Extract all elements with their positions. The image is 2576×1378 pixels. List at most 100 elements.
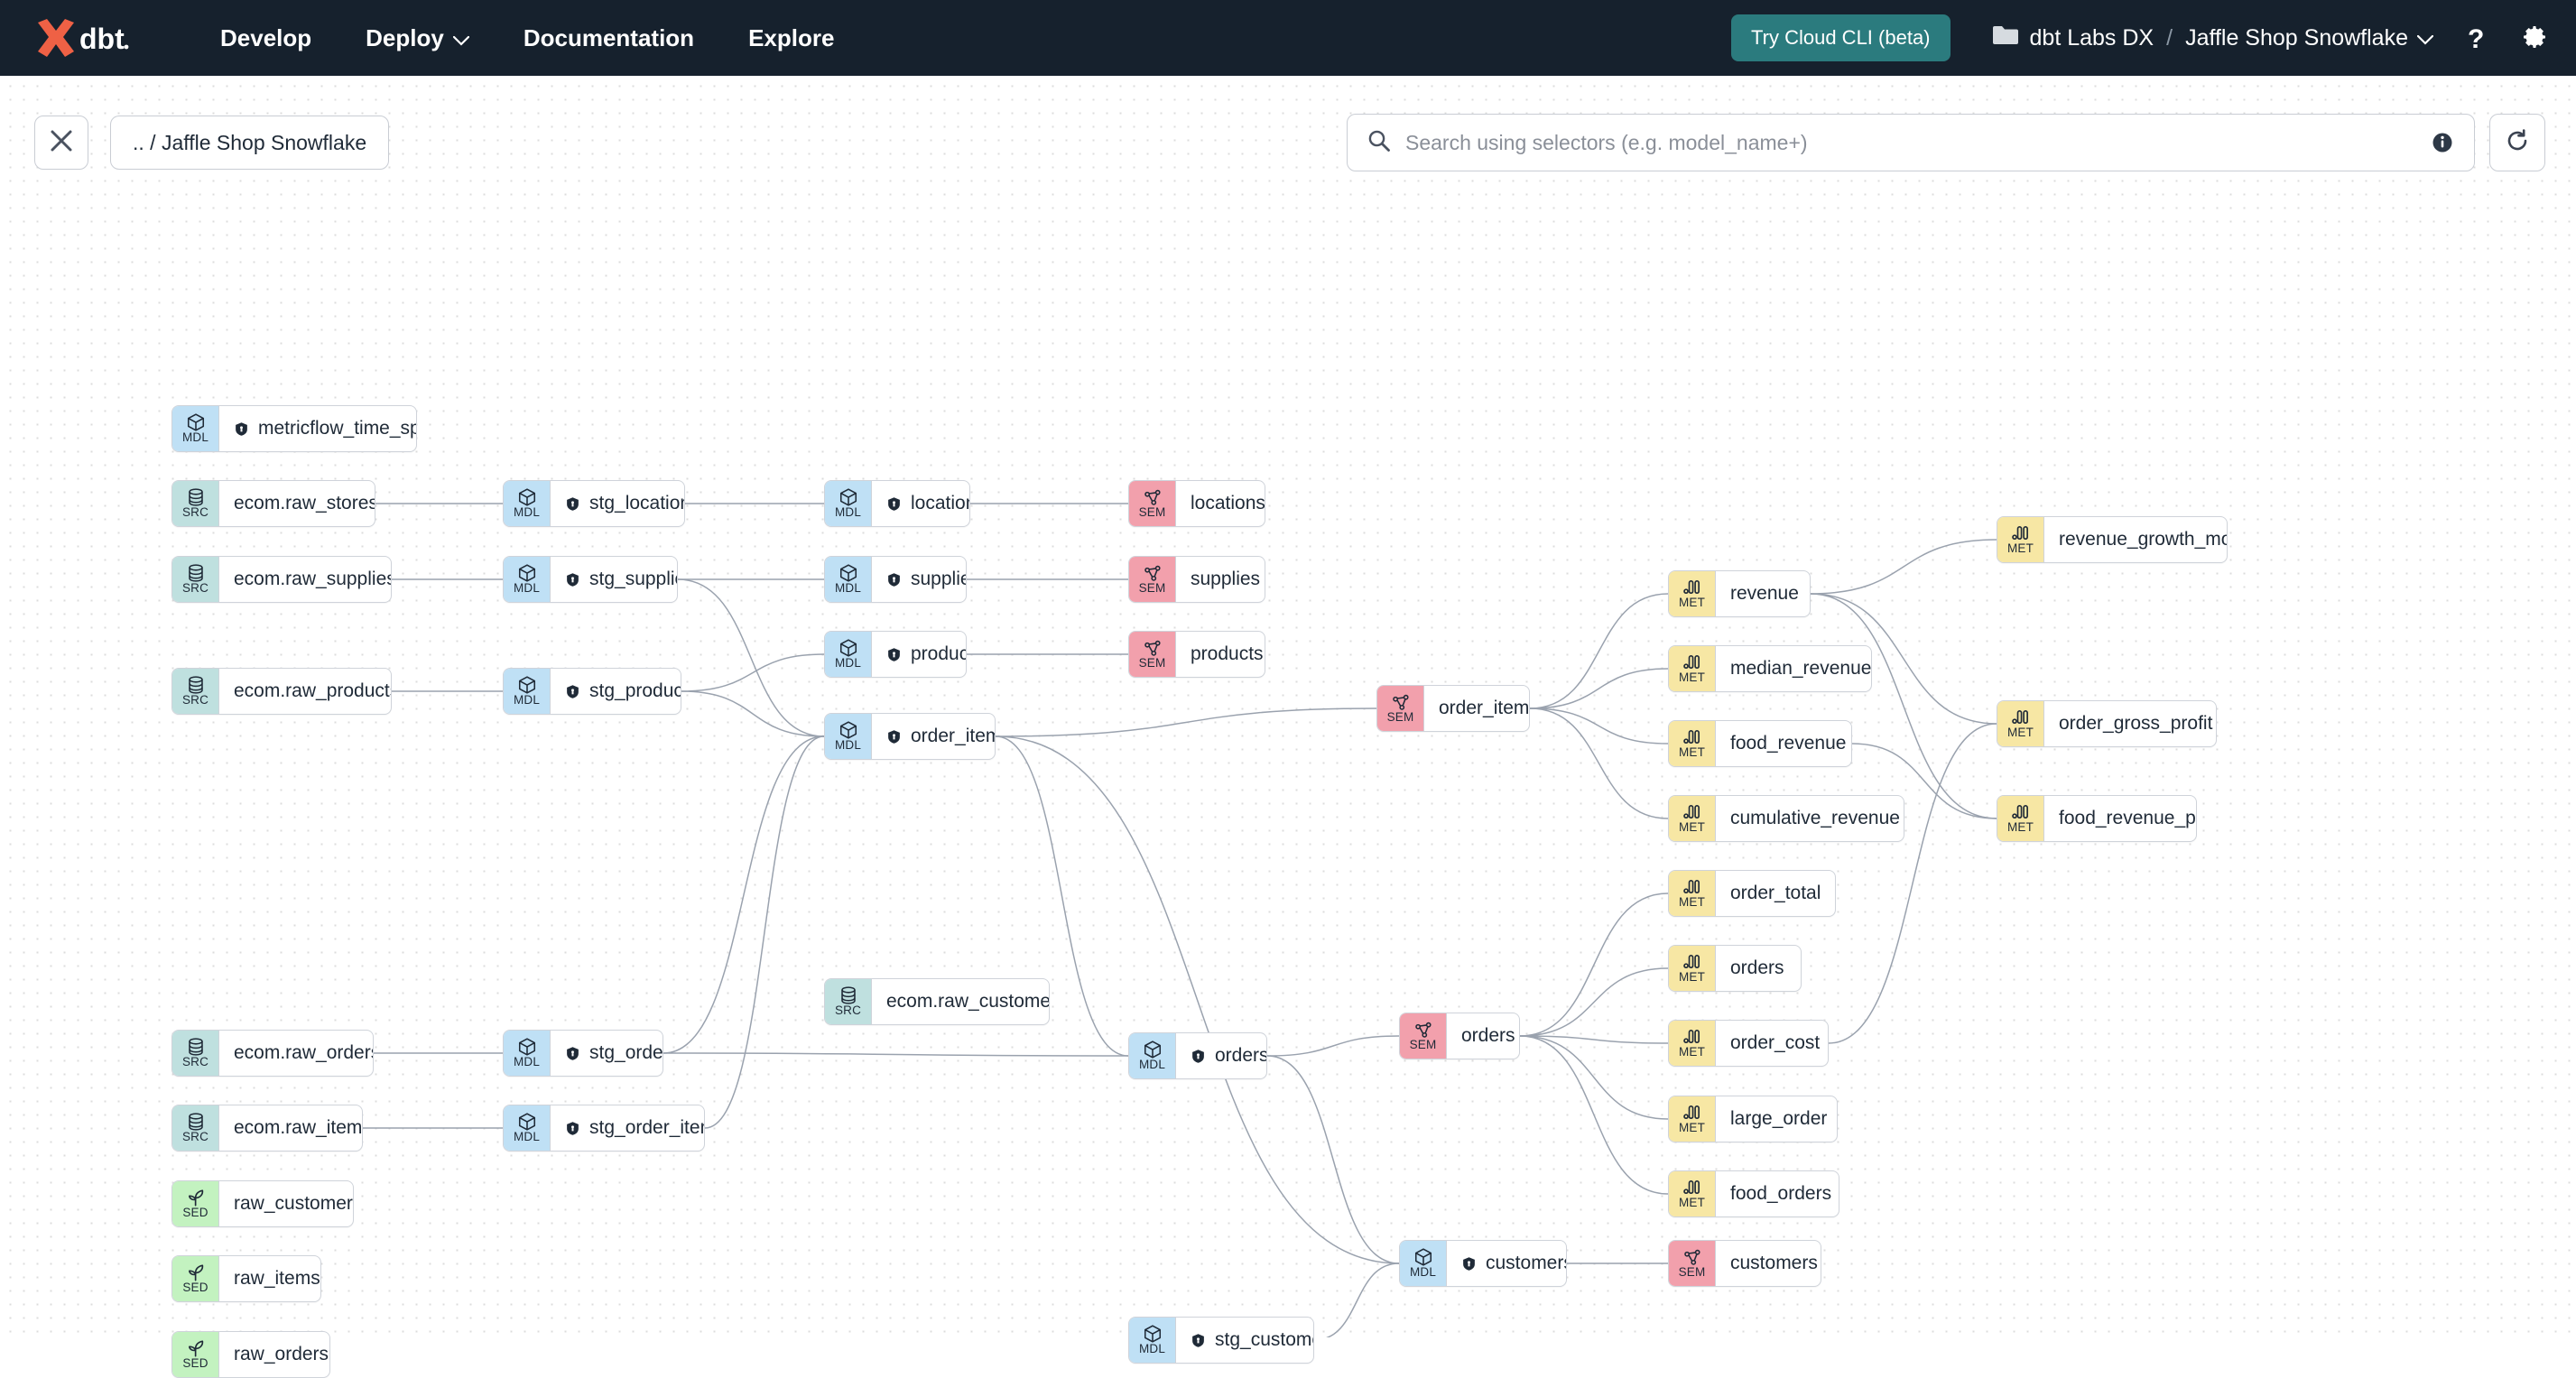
- node-type-badge-met: MET: [1997, 796, 2044, 841]
- graph-edge: [1810, 593, 1997, 819]
- graph-node-supplies[interactable]: MDLsupplies: [824, 556, 967, 603]
- graph-breadcrumb-chip[interactable]: .. / Jaffle Shop Snowflake: [110, 116, 390, 170]
- primary-nav-links: Develop Deploy Documentation Explore: [193, 24, 861, 52]
- search-bar[interactable]: [1347, 114, 2475, 171]
- refresh-button[interactable]: [2489, 114, 2545, 171]
- node-type-label: MDL: [513, 693, 541, 707]
- breadcrumb-project-selector[interactable]: Jaffle Shop Snowflake: [2185, 24, 2434, 51]
- nav-link-develop[interactable]: Develop: [193, 24, 338, 52]
- graph-node-label: stg_orders: [551, 1031, 663, 1076]
- nav-link-deploy[interactable]: Deploy: [338, 24, 496, 52]
- graph-node-met_food_orders[interactable]: MET food_orders: [1668, 1170, 1839, 1217]
- nav-link-explore-label: Explore: [748, 23, 835, 51]
- graph-edge: [1828, 723, 1997, 1044]
- graph-node-label: ecom.raw_items: [219, 1105, 362, 1151]
- graph-edge: [1529, 707, 1669, 744]
- try-cloud-cli-button[interactable]: Try Cloud CLI (beta): [1731, 14, 1951, 61]
- node-type-badge-met: MET: [1669, 1096, 1716, 1142]
- graph-node-label: supplies: [1176, 557, 1265, 602]
- graph-node-label: food_revenue_pct: [2044, 796, 2196, 841]
- bar-chart-icon: [1682, 953, 1702, 971]
- graph-edge: [995, 735, 1400, 1264]
- graph-node-name: stg_supplies: [589, 569, 677, 589]
- graph-node-met_revenue[interactable]: MET revenue: [1668, 570, 1811, 617]
- graph-node-name: raw_orders: [234, 1344, 329, 1364]
- node-type-label: MET: [1678, 1045, 1706, 1059]
- graph-node-name: stg_order_items: [589, 1117, 704, 1138]
- node-type-badge-mdl: MDL: [825, 714, 872, 759]
- graph-node-label: cumulative_revenue: [1716, 796, 1904, 841]
- graph-node-name: revenue: [1730, 583, 1799, 604]
- lineage-graph-canvas[interactable]: .. / Jaffle Shop Snowflake MDLmetricflow…: [0, 76, 2576, 1378]
- node-type-label: MDL: [1409, 1265, 1437, 1279]
- graph-node-name: stg_orders: [589, 1042, 663, 1063]
- graph-edge: [663, 735, 825, 1054]
- node-type-label: MET: [1678, 1196, 1706, 1209]
- graph-node-products[interactable]: MDLproducts: [824, 631, 967, 678]
- network-icon: [1682, 1248, 1702, 1266]
- bar-chart-icon: [2011, 524, 2031, 542]
- node-type-label: MET: [2006, 541, 2034, 555]
- graph-node-name: locations: [1191, 493, 1265, 513]
- gear-icon[interactable]: [2520, 23, 2549, 52]
- breadcrumb-project-label: Jaffle Shop Snowflake: [2185, 24, 2408, 51]
- node-type-badge-met: MET: [1669, 571, 1716, 616]
- database-icon: [186, 1113, 206, 1131]
- graph-node-label: food_orders: [1716, 1171, 1839, 1216]
- cube-icon: [839, 488, 858, 506]
- cube-icon: [1143, 1040, 1163, 1059]
- shield-icon: [565, 496, 580, 512]
- search-input[interactable]: [1405, 130, 2431, 155]
- bar-chart-icon: [2011, 803, 2031, 821]
- graph-node-name: ecom.raw_customers: [886, 991, 1050, 1012]
- node-type-label: MDL: [834, 505, 862, 519]
- dbt-logo[interactable]: dbt: [32, 17, 130, 59]
- info-icon[interactable]: [2431, 131, 2454, 154]
- graph-node-name: order_gross_profit: [2059, 713, 2213, 734]
- graph-node-name: order_item: [1439, 698, 1530, 718]
- nav-link-documentation[interactable]: Documentation: [496, 24, 721, 52]
- graph-node-locations[interactable]: MDLlocations: [824, 480, 970, 527]
- help-icon[interactable]: ?: [2464, 23, 2489, 52]
- breadcrumb-account[interactable]: dbt Labs DX: [2029, 24, 2154, 51]
- node-type-badge-mdl: MDL: [825, 557, 872, 602]
- nav-link-explore[interactable]: Explore: [721, 24, 861, 52]
- close-button[interactable]: [34, 116, 88, 170]
- node-type-label: SED: [182, 1206, 208, 1219]
